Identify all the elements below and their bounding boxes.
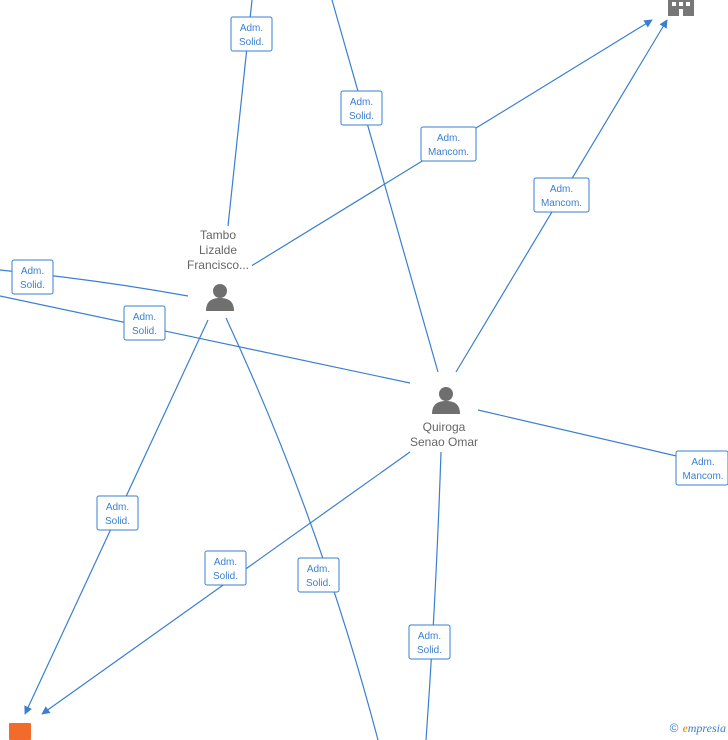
edge-label-line1: Adm. [437,133,460,144]
edge-label-line2: Mancom. [682,471,723,482]
edge-label-line1: Adm. [418,631,441,642]
person-icon [206,284,234,311]
person-name-line: Francisco... [187,258,249,272]
edge-label-line2: Mancom. [541,198,582,209]
company-building-icon[interactable] [668,0,694,16]
edge-label-line1: Adm. [307,564,330,575]
edge-label-line1: Adm. [550,184,573,195]
edge-label-line1: Adm. [350,97,373,108]
brand-name: mpresia [687,721,726,735]
person-icon [432,387,460,414]
edge-label-line2: Solid. [20,280,45,291]
edge-label[interactable]: Adm. Solid. [96,495,139,531]
edge-label[interactable]: Adm. Solid. [123,305,166,341]
edge-label-line1: Adm. [21,266,44,277]
edge-label-line2: Solid. [349,111,374,122]
person-name-line: Tambo [200,228,236,242]
edge-label[interactable]: Adm. Solid. [408,624,451,660]
edge-label-line1: Adm. [691,457,714,468]
edge-label-line1: Adm. [214,557,237,568]
edge-label-line2: Solid. [306,578,331,589]
edge-label-line1: Adm. [133,312,156,323]
edge-label[interactable]: Adm. Solid. [340,90,383,126]
brand-initial: e [682,721,688,735]
person-node-quiroga[interactable]: Quiroga Senao Omar [410,387,478,449]
edge-label-line1: Adm. [106,502,129,513]
edge-labels: Adm. Solid. Adm. Solid. Adm. Mancom. Adm… [11,16,728,660]
edge-label-line2: Mancom. [428,147,469,158]
edge-quiroga-left [0,295,411,384]
edge-tambo-bottom [225,317,379,740]
edge-label[interactable]: Adm. Solid. [204,550,247,586]
edge-quiroga-bottom [425,451,442,740]
edge-label[interactable]: Adm. Solid. [11,259,54,295]
edge-label-line1: Adm. [240,23,263,34]
person-name-line: Lizalde [199,243,237,257]
edge-label[interactable]: Adm. Mancom. [675,450,728,486]
edge-label-line2: Solid. [105,516,130,527]
person-name-line: Quiroga [423,420,466,434]
edge-label-line2: Solid. [417,645,442,656]
edge-label-line2: Solid. [213,571,238,582]
copyright-symbol: © [669,721,679,735]
edge-label[interactable]: Adm. Solid. [230,16,273,52]
person-node-tambo[interactable]: Tambo Lizalde Francisco... [184,228,252,311]
edge-label-line2: Solid. [132,326,157,337]
edge-label-line2: Solid. [239,37,264,48]
person-name-line: Senao Omar [410,435,478,449]
edge-label[interactable]: Adm. Mancom. [533,177,590,213]
brand-watermark: ©empresia [670,721,726,736]
grid-company-icon[interactable] [9,723,31,740]
edge-label[interactable]: Adm. Solid. [297,557,340,593]
edge-label[interactable]: Adm. Mancom. [420,126,477,162]
edge-quiroga-top [331,0,439,373]
